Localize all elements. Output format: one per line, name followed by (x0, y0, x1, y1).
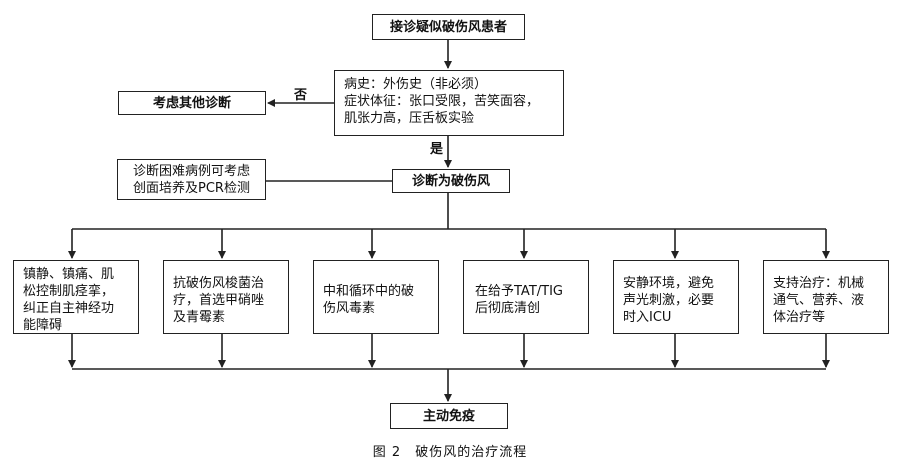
criteria-box: 病史：外伤史（非必须） 症状体征：张口受限，苦笑面容， 肌张力高，压舌板实验 (334, 70, 564, 136)
treatment-box-6: 支持治疗：机械 通气、营养、液 体治疗等 (763, 260, 889, 334)
treatment-box-5: 安静环境，避免 声光刺激，必要 时入ICU (613, 260, 739, 334)
diagnosis-box: 诊断为破伤风 (392, 169, 510, 193)
active-immunization-box: 主动免疫 (390, 403, 508, 429)
treatment-box-4: 在给予TAT/TIG 后彻底清创 (463, 260, 589, 334)
treatment-box-1: 镇静、镇痛、肌 松控制肌痉挛， 纠正自主神经功 能障碍 (13, 260, 139, 334)
yes-label: 是 (430, 142, 444, 157)
start-box: 接诊疑似破伤风患者 (372, 14, 525, 40)
difficult-cases-box: 诊断困难病例可考虑 创面培养及PCR检测 (117, 159, 266, 200)
treatment-box-3: 中和循环中的破 伤风毒素 (313, 260, 439, 334)
no-label: 否 (294, 88, 308, 103)
other-diagnosis-box: 考虑其他诊断 (118, 91, 266, 115)
figure-caption: 图 2 破伤风的治疗流程 (372, 445, 528, 460)
treatment-box-2: 抗破伤风梭菌治 疗，首选甲硝唑 及青霉素 (163, 260, 289, 334)
